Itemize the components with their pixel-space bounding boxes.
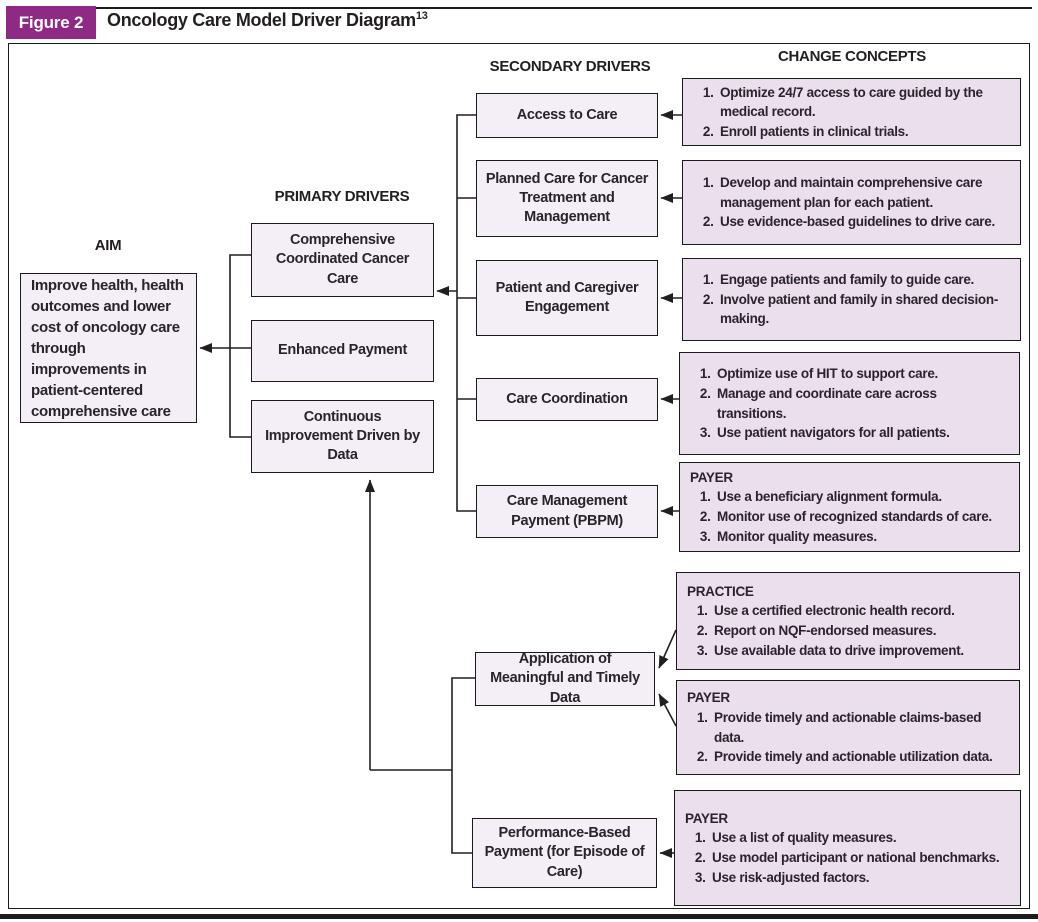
- change-concept-box-care-coordination: Optimize use of HIT to support care. Man…: [679, 352, 1020, 455]
- secondary-driver-box-patient-engagement: Patient and Caregiver Engagement: [476, 260, 658, 336]
- secondary-driver-box-care-management-payment: Care Management Payment (PBPM): [476, 485, 658, 538]
- change-concept-header: PAYER: [685, 810, 728, 826]
- change-concept-header: PAYER: [687, 690, 730, 706]
- primary-driver-box-comprehensive: Comprehensive Coordinated Cancer Care: [251, 223, 434, 297]
- secondary-driver-box-planned-care: Planned Care for Cancer Treatment and Ma…: [476, 160, 658, 237]
- change-concept-box-application-practice: PRACTICE Use a certified electronic heal…: [676, 572, 1020, 670]
- secondary-driver-box-care-coordination: Care Coordination: [476, 378, 658, 421]
- figure-label-badge: Figure 2: [6, 6, 96, 39]
- top-rule: [6, 7, 1032, 9]
- figure-label: Figure 2: [18, 12, 84, 32]
- change-concept-box-care-management-payment: PAYER Use a beneficiary alignment formul…: [679, 462, 1020, 552]
- secondary-driver-box-performance-based-payment: Performance-Based Payment (for Episode o…: [472, 818, 657, 888]
- figure-title: Oncology Care Model Driver Diagram13: [107, 10, 428, 30]
- bottom-rule: [0, 914, 1038, 919]
- primary-driver-box-continuous-improvement: Continuous Improvement Driven by Data: [251, 400, 434, 473]
- title-superscript: 13: [415, 10, 428, 22]
- column-header-change-concepts: CHANGE CONCEPTS: [777, 48, 927, 65]
- change-concept-box-performance-payer: PAYER Use a list of quality measures. Us…: [674, 790, 1021, 906]
- secondary-driver-box-application-of-data: Application of Meaningful and Timely Dat…: [475, 651, 655, 706]
- secondary-driver-box-access: Access to Care: [476, 93, 658, 138]
- change-concept-box-planned-care: Develop and maintain comprehensive care …: [682, 160, 1021, 245]
- column-header-primary-drivers: PRIMARY DRIVERS: [274, 188, 410, 205]
- aim-box: Improve health, health outcomes and lowe…: [20, 273, 197, 423]
- change-concept-box-access: Optimize 24/7 access to care guided by t…: [682, 78, 1021, 146]
- change-concept-box-application-payer: PAYER Provide timely and actionable clai…: [676, 680, 1020, 775]
- change-concept-box-patient-engagement: Engage patients and family to guide care…: [682, 258, 1021, 341]
- column-header-secondary-drivers: SECONDARY DRIVERS: [489, 58, 651, 75]
- change-concept-header: PAYER: [690, 469, 733, 485]
- primary-driver-box-enhanced-payment: Enhanced Payment: [251, 320, 434, 382]
- change-concept-header: PRACTICE: [687, 583, 754, 599]
- column-header-aim: AIM: [94, 237, 122, 254]
